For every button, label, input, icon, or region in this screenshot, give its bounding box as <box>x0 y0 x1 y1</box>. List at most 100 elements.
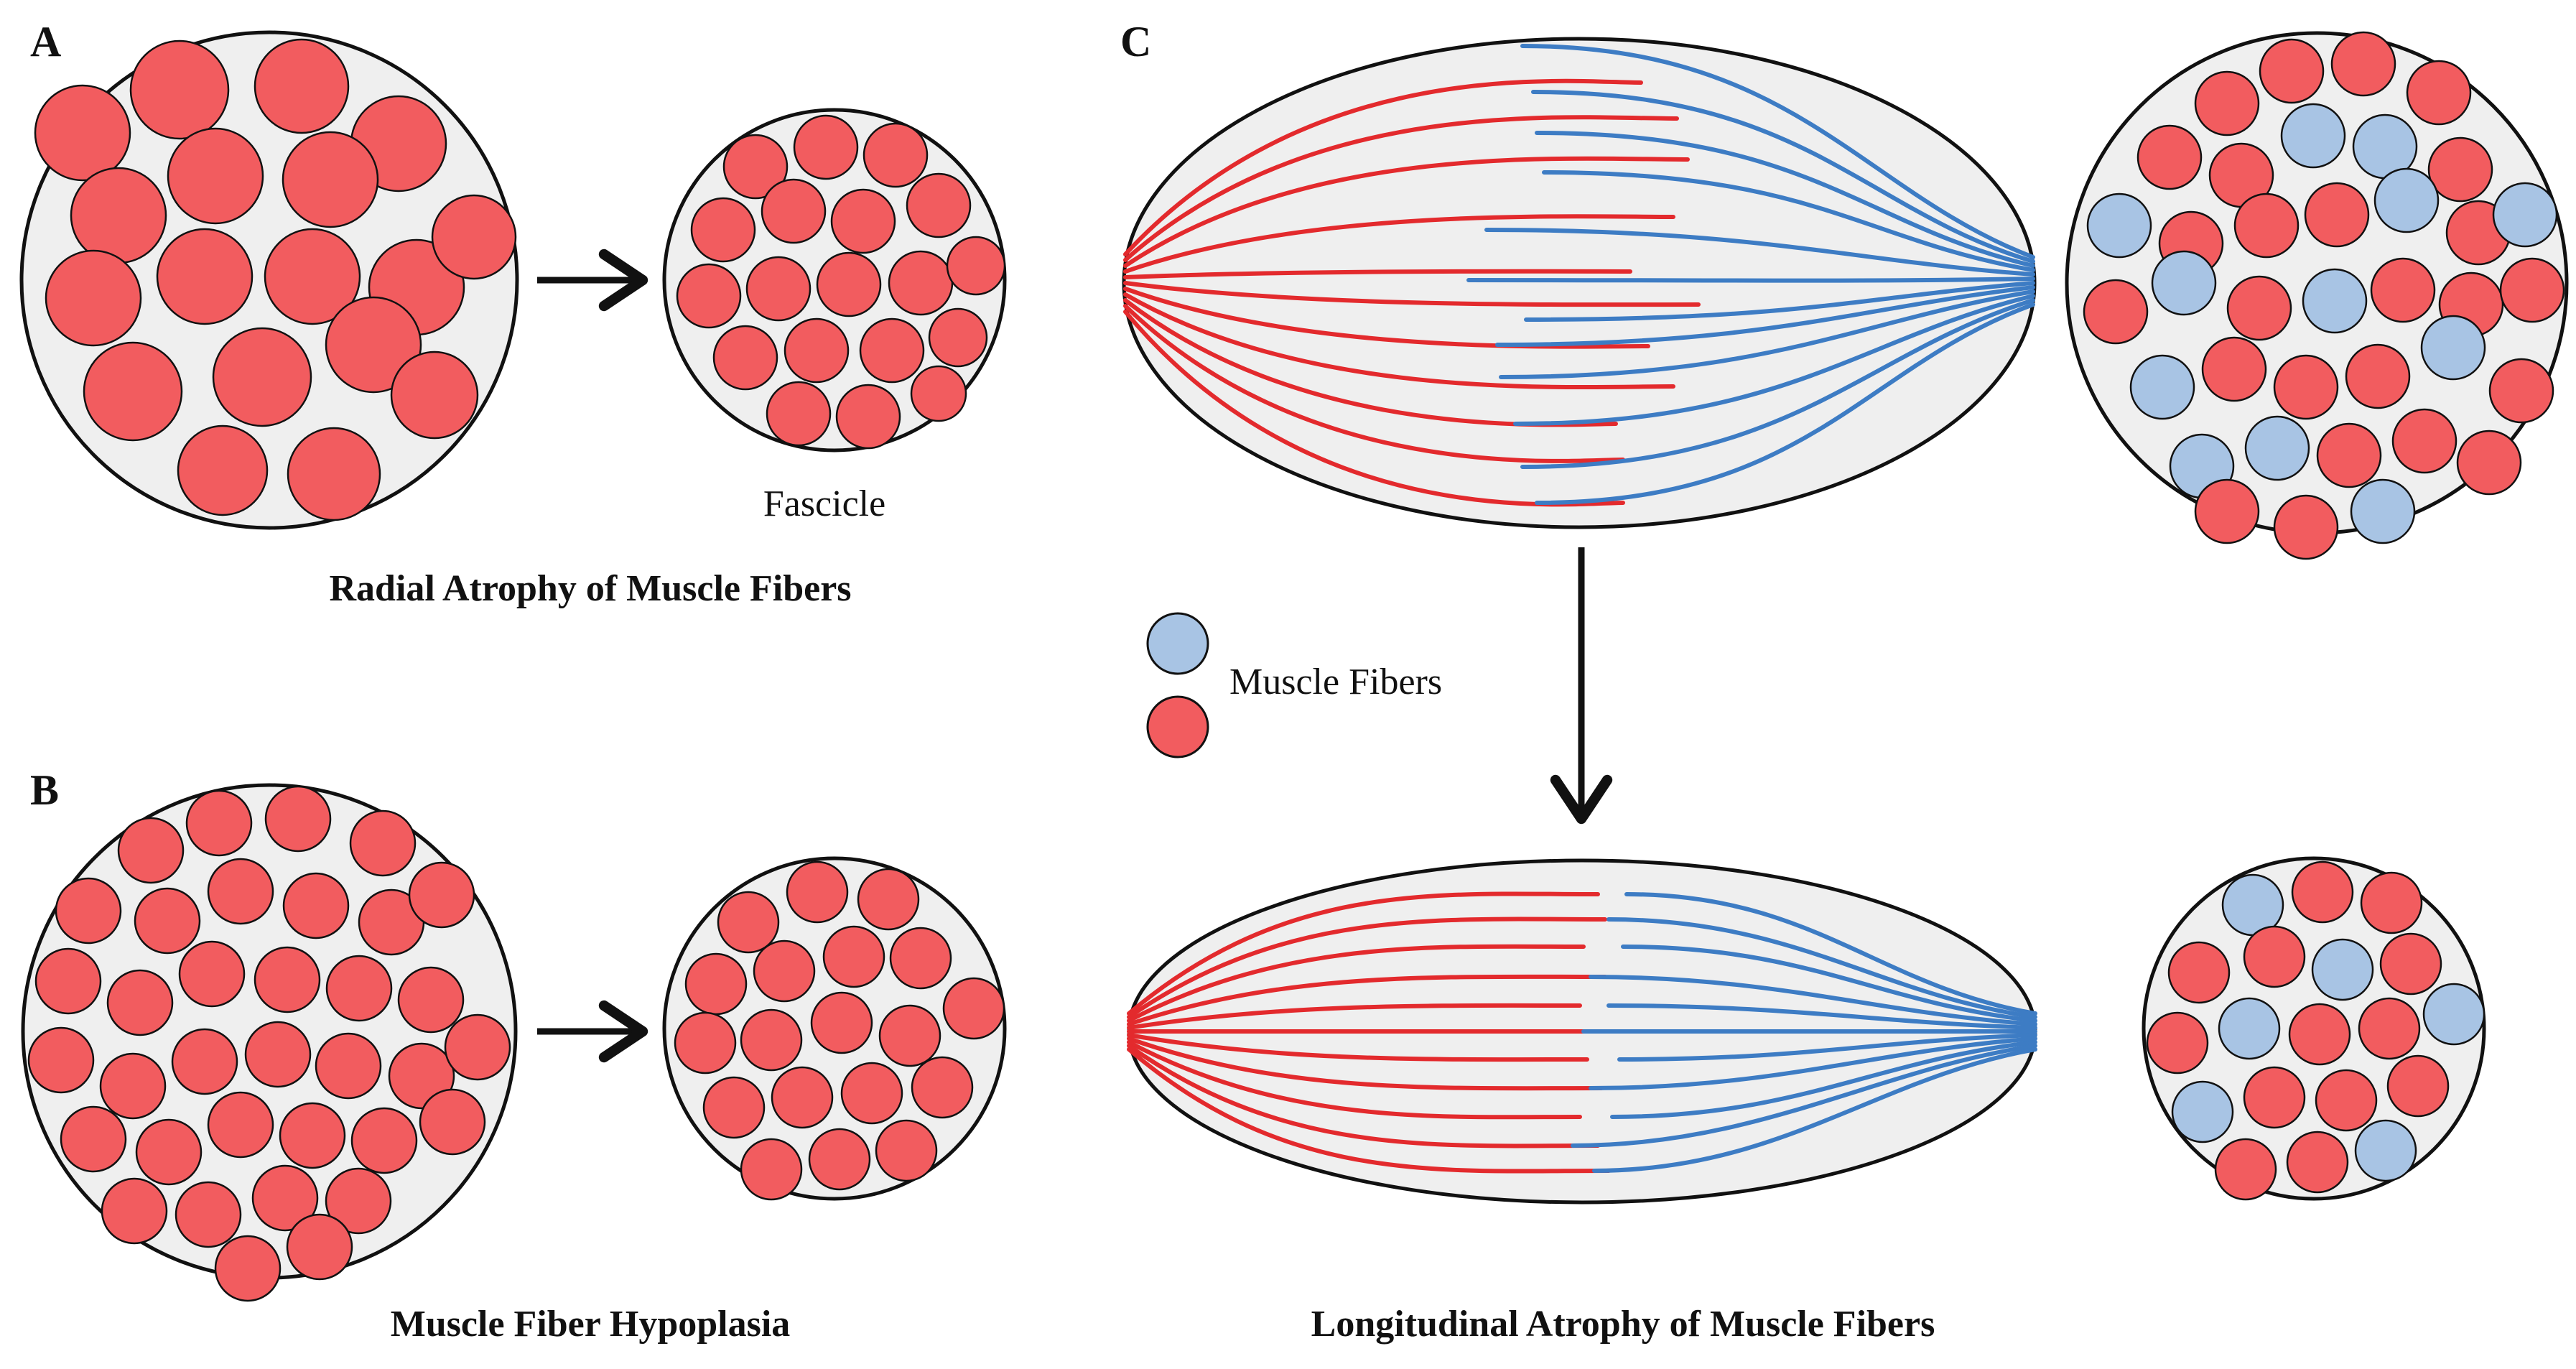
blue-fiber-strand <box>1617 1033 2037 1062</box>
red-muscle-fiber <box>2456 430 2522 496</box>
panel-c-short-cross-section <box>2142 856 2486 1201</box>
red-muscle-fiber <box>810 991 873 1054</box>
blue-fiber-strand <box>1535 131 2035 268</box>
red-muscle-fiber <box>712 325 778 391</box>
red-muscle-fiber <box>2286 1131 2349 1194</box>
red-muscle-fiber <box>2316 422 2382 488</box>
red-muscle-fiber <box>83 341 183 442</box>
red-muscle-fiber <box>135 1118 203 1186</box>
red-muscle-fiber <box>325 296 422 394</box>
panel-c-short-fibers <box>1127 891 2037 1174</box>
blue-muscle-fiber <box>2086 192 2152 259</box>
red-muscle-fiber <box>753 939 816 1003</box>
red-muscle-fiber <box>254 946 321 1013</box>
red-muscle-fiber <box>2167 941 2231 1004</box>
red-muscle-fiber <box>70 167 167 264</box>
red-muscle-fiber <box>207 858 274 925</box>
legend-label: Muscle Fibers <box>1229 662 1442 702</box>
legend-blue-fiber-swatch <box>1146 612 1209 675</box>
red-muscle-fiber <box>397 966 465 1034</box>
blue-fiber-strand <box>1589 975 2037 1026</box>
red-muscle-fiber <box>822 925 885 988</box>
panel-a-small-fibers <box>676 114 1006 450</box>
panel-b-small-fibers <box>674 860 1005 1201</box>
red-muscle-fiber <box>2370 257 2436 323</box>
red-fiber-strand <box>1127 1033 1589 1062</box>
blue-fiber-strand <box>1606 917 2037 1019</box>
red-muscle-fiber <box>106 969 174 1036</box>
red-muscle-fiber <box>2391 408 2458 474</box>
red-muscle-fiber <box>928 307 988 368</box>
red-muscle-fiber <box>862 122 929 188</box>
panel-b-large-fibers <box>27 785 511 1302</box>
red-fiber-strand <box>1123 304 1625 463</box>
red-muscle-fiber <box>808 1128 871 1191</box>
red-fiber-strand <box>1123 310 1625 507</box>
red-fiber-strand <box>1123 214 1675 274</box>
red-fiber-strand <box>1127 1047 1611 1174</box>
red-muscle-fiber <box>444 1013 511 1081</box>
red-muscle-fiber <box>2291 860 2354 924</box>
red-muscle-fiber <box>761 178 827 244</box>
red-muscle-fiber <box>690 197 756 263</box>
blue-fiber-strand <box>1571 1044 2037 1148</box>
red-muscle-fiber <box>27 1026 95 1094</box>
red-fiber-strand <box>1127 916 1607 1019</box>
red-muscle-fiber <box>185 789 253 857</box>
panel-a-caption: Radial Atrophy of Muscle Fibers <box>329 568 851 609</box>
red-fiber-strand <box>1123 292 1675 390</box>
panel-a-letter: A <box>30 18 61 65</box>
panel-b-letter: B <box>30 766 59 814</box>
red-muscle-fiber <box>2386 1054 2450 1118</box>
red-muscle-fiber <box>101 1177 168 1245</box>
red-muscle-fiber <box>906 172 972 238</box>
red-muscle-fiber <box>859 317 925 384</box>
legend-red-fiber-swatch <box>1146 695 1209 758</box>
red-muscle-fiber <box>244 1021 312 1088</box>
red-muscle-fiber <box>2243 925 2306 988</box>
red-muscle-fiber <box>857 868 920 931</box>
red-muscle-fiber <box>207 1091 274 1159</box>
red-muscle-fiber <box>167 127 264 225</box>
blue-fiber-strand <box>1513 294 2035 426</box>
red-muscle-fiber <box>2201 336 2267 402</box>
blue-muscle-fiber <box>2218 997 2281 1060</box>
red-muscle-fiber <box>793 114 859 180</box>
red-muscle-fiber <box>254 38 350 134</box>
panel-c-caption: Longitudinal Atrophy of Muscle Fibers <box>1311 1304 1935 1345</box>
red-muscle-fiber <box>419 1088 486 1156</box>
red-muscle-fiber <box>722 134 789 200</box>
red-muscle-fiber <box>45 249 142 347</box>
red-fiber-strand <box>1127 974 1607 1026</box>
red-muscle-fiber <box>2427 136 2493 203</box>
blue-fiber-strand <box>1589 1036 2037 1090</box>
red-muscle-fiber <box>786 860 849 924</box>
red-muscle-fiber <box>55 877 122 945</box>
red-muscle-fiber <box>942 977 1005 1040</box>
blue-fiber-strand <box>1535 302 2035 505</box>
red-muscle-fiber <box>889 927 952 990</box>
red-fiber-strand <box>1123 156 1690 268</box>
red-muscle-fiber <box>325 1167 392 1235</box>
red-muscle-fiber <box>390 351 479 440</box>
red-muscle-fiber <box>2259 38 2325 104</box>
red-fiber-strand <box>1127 891 1600 1016</box>
red-muscle-fiber <box>2360 871 2423 934</box>
red-muscle-fiber <box>2273 354 2339 420</box>
red-muscle-fiber <box>784 317 850 384</box>
red-fiber-strand <box>1127 1044 1600 1148</box>
red-muscle-fiber <box>2146 1011 2209 1075</box>
red-muscle-fiber <box>279 1102 346 1169</box>
panel-c-letter: C <box>1120 18 1151 65</box>
red-muscle-fiber <box>349 809 417 877</box>
blue-fiber-strand <box>1495 285 2035 347</box>
blue-fiber-strand <box>1499 289 2035 379</box>
red-muscle-fiber <box>766 381 832 447</box>
red-muscle-fiber <box>177 424 269 516</box>
red-muscle-fiber <box>830 188 896 254</box>
red-muscle-fiber <box>946 236 1006 296</box>
red-muscle-fiber <box>911 1056 974 1119</box>
red-muscle-fiber <box>325 955 393 1022</box>
red-muscle-fiber <box>2226 275 2292 341</box>
